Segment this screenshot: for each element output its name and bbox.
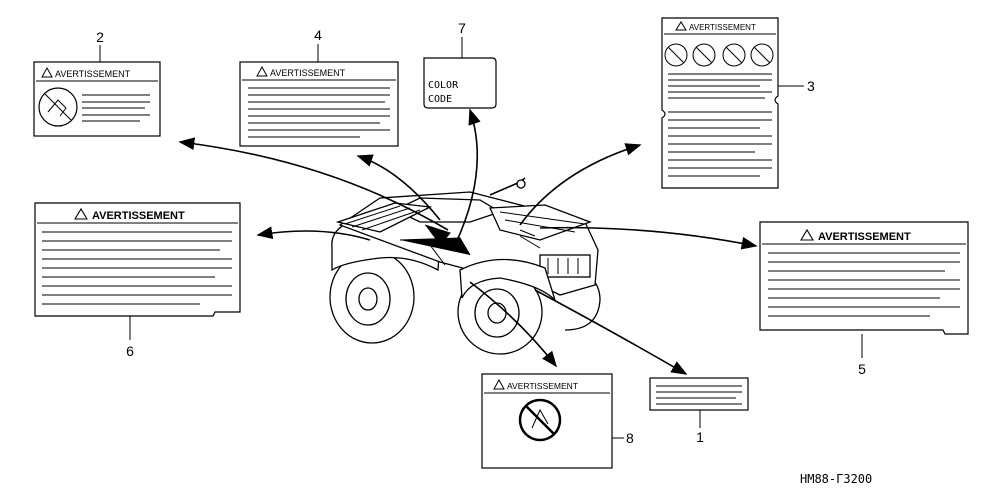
arrow-label-8 (469, 281, 557, 368)
label-5: AVERTISSEMENT 5 (759, 221, 969, 377)
callout-number-4: 4 (314, 27, 322, 43)
warning-triangle-icon (493, 378, 505, 390)
warning-triangle-icon (74, 207, 88, 220)
label-6: AVERTISSEMENT 6 (34, 202, 241, 359)
arrow-label-7 (454, 108, 481, 246)
arrow-label-5 (539, 226, 758, 250)
label-3-heading: AVERTISSEMENT (689, 23, 756, 32)
label-4-heading: AVERTISSEMENT (270, 68, 346, 78)
warning-triangle-icon (800, 228, 814, 241)
arrow-label-2 (178, 137, 449, 231)
label-8-heading: AVERTISSEMENT (507, 381, 578, 391)
diagram-code: HM88-ГЗ200 (800, 472, 872, 486)
label-8: AVERTISSEMENT 8 (481, 373, 634, 469)
label-7-line2: CODE (428, 94, 452, 105)
callout-number-3: 3 (807, 78, 815, 94)
callout-number-5: 5 (858, 361, 866, 377)
label-2-heading: AVERTISSEMENT (55, 69, 131, 79)
callout-number-1: 1 (696, 429, 704, 445)
warning-triangle-icon (41, 66, 53, 78)
warning-triangle-icon (675, 21, 687, 31)
label-2: 2 AVERTISSEMENT (33, 29, 161, 137)
callout-number-6: 6 (126, 343, 134, 359)
label-1: 1 (649, 377, 749, 445)
callout-number-8: 8 (626, 430, 634, 446)
label-6-heading: AVERTISSEMENT (92, 210, 185, 222)
label-7: 7 COLOR CODE (423, 20, 497, 109)
arrow-label-6 (256, 226, 371, 241)
label-5-heading: AVERTISSEMENT (818, 231, 911, 243)
callout-number-2: 2 (96, 29, 104, 45)
label-4: 4 AVERTISSEMENT (239, 27, 399, 147)
arrow-label-4 (356, 154, 441, 221)
arrow-label-3 (519, 143, 642, 226)
atv-illustration (329, 177, 601, 355)
label-3: AVERTISSEMENT 3 (661, 17, 815, 189)
warning-triangle-icon (256, 65, 268, 77)
callout-number-7: 7 (458, 20, 466, 36)
pointer-arrows (178, 108, 758, 375)
arrow-label-1 (534, 289, 688, 375)
label-7-line1: COLOR (428, 80, 459, 91)
